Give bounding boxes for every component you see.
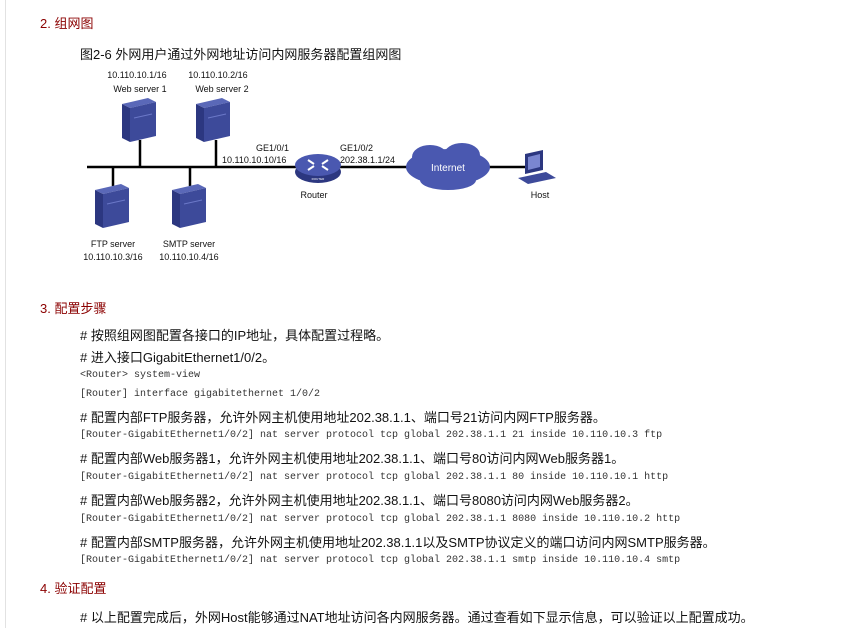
ge1-interface: GE1/0/1 — [256, 143, 289, 153]
verify-text: # 以上配置完成后，外网Host能够通过NAT地址访问各内网服务器。通过查看如下… — [80, 610, 754, 625]
command-line: [Router-GigabitEthernet1/0/2] nat server… — [80, 555, 681, 566]
internet-label: Internet — [431, 163, 465, 174]
command-line: [Router-GigabitEthernet1/0/2] nat server… — [80, 430, 663, 441]
smtp-server-icon — [171, 183, 207, 229]
ge1-ip: 10.110.10.10/16 — [222, 155, 286, 165]
router-badge: ROUTER — [312, 177, 326, 181]
host-label: Host — [531, 190, 550, 200]
section-heading-topology: 2. 组网图 — [40, 16, 94, 31]
web-server-2-label: Web server 2 — [195, 84, 248, 94]
internet-cloud-icon: Internet — [406, 143, 490, 190]
router-label: Router — [300, 190, 327, 200]
ftp-server-icon — [94, 183, 130, 229]
step-text: # 配置内部Web服务器1，允许外网主机使用地址202.38.1.1、端口号80… — [80, 451, 625, 466]
step-text: # 进入接口GigabitEthernet1/0/2。 — [80, 350, 276, 365]
command-line: <Router> system-view — [80, 370, 201, 381]
ge2-ip: 202.38.1.1/24 — [340, 155, 395, 165]
smtp-server-ip: 10.110.10.4/16 — [159, 252, 218, 262]
step-text: # 配置内部Web服务器2，允许外网主机使用地址202.38.1.1、端口号80… — [80, 493, 639, 508]
host-icon — [518, 150, 556, 184]
ftp-server-label: FTP server — [91, 239, 135, 249]
web-server-1-label: Web server 1 — [113, 84, 166, 94]
smtp-server-label: SMTP server — [163, 239, 215, 249]
command-line: [Router] interface gigabitethernet 1/0/2 — [80, 389, 321, 400]
section-heading-steps: 3. 配置步骤 — [40, 301, 107, 316]
web-server-1-ip: 10.110.10.1/16 — [107, 70, 166, 80]
ge2-interface: GE1/0/2 — [340, 143, 373, 153]
command-line: [Router-GigabitEthernet1/0/2] nat server… — [80, 472, 669, 483]
step-text: # 配置内部SMTP服务器，允许外网主机使用地址202.38.1.1以及SMTP… — [80, 535, 716, 550]
ftp-server-ip: 10.110.10.3/16 — [83, 252, 142, 262]
web-server-1-icon — [121, 97, 157, 143]
network-topology-diagram: ROUTER Internet 10.110.10.1/16 Web serve… — [83, 70, 556, 262]
web-server-2-ip: 10.110.10.2/16 — [188, 70, 247, 80]
step-text: # 按照组网图配置各接口的IP地址，具体配置过程略。 — [80, 328, 390, 343]
section-heading-verify: 4. 验证配置 — [40, 581, 107, 596]
content-border — [5, 0, 6, 628]
router-icon: ROUTER — [295, 154, 341, 183]
web-server-2-icon — [195, 97, 231, 143]
figure-caption: 图2-6 外网用户通过外网地址访问内网服务器配置组网图 — [80, 47, 402, 62]
command-line: [Router-GigabitEthernet1/0/2] nat server… — [80, 514, 681, 525]
step-text: # 配置内部FTP服务器，允许外网主机使用地址202.38.1.1、端口号21访… — [80, 410, 606, 425]
